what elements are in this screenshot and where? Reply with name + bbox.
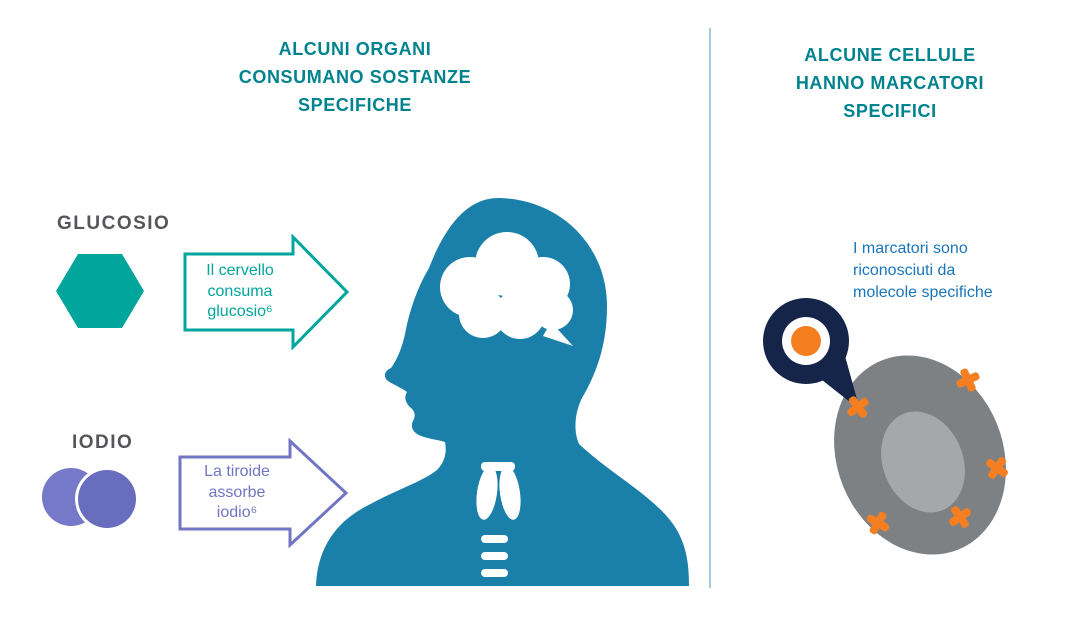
thyroid-icon <box>476 462 521 520</box>
x-marker-icon <box>956 368 980 392</box>
cell-caption: I marcatori sono riconosciuti da molecol… <box>853 240 993 302</box>
cell-nucleus <box>881 411 965 513</box>
head-silhouette <box>316 197 689 586</box>
iodine-arrow-shape <box>178 438 349 548</box>
iodine-arrow: La tiroide assorbe iodio⁶ <box>178 438 350 548</box>
iodine-label: IODIO <box>72 432 134 453</box>
glucose-label: GLUCOSIO <box>57 213 171 234</box>
left-panel-title: ALCUNI ORGANI CONSUMANO SOSTANZE SPECIFI… <box>238 39 472 115</box>
iodine-icon <box>42 466 142 530</box>
x-marker-icon <box>866 511 890 535</box>
location-pin-icon <box>763 298 860 410</box>
iodine-circle-right <box>78 470 136 528</box>
x-marker-icon <box>986 457 1008 479</box>
glucose-arrow-shape <box>183 234 350 350</box>
x-marker-icon <box>847 396 869 418</box>
glucose-arrow: Il cervello consuma glucosio⁶ <box>183 234 351 350</box>
x-marker-icon <box>949 506 971 528</box>
right-panel-title: ALCUNE CELLULE HANNO MARCATORI SPECIFICI <box>795 45 985 121</box>
panel-divider <box>709 28 711 588</box>
trachea-dashes-icon <box>481 535 508 577</box>
human-head-illustration <box>316 197 689 586</box>
iodine-arrow-text: La tiroide assorbe iodio⁶ <box>204 462 270 522</box>
glucose-hexagon-icon <box>56 254 144 328</box>
cell-illustration <box>763 298 1008 555</box>
glucose-arrow-text: Il cervello consuma glucosio⁶ <box>206 261 274 321</box>
brain-icon <box>440 232 573 346</box>
